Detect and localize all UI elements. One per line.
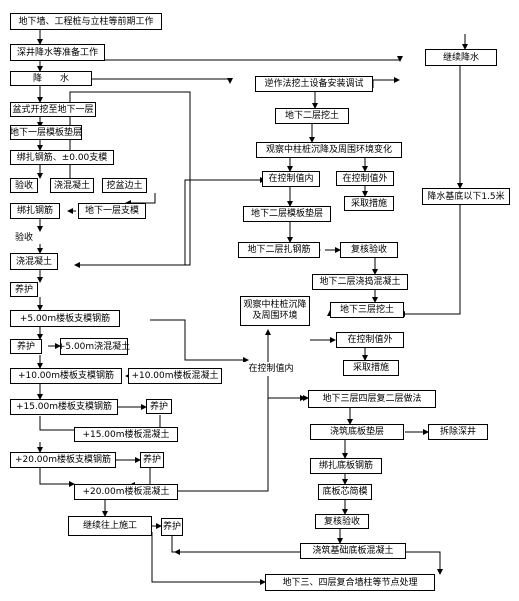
node-20m-slab-formwork-rebar: +20.00m楼板支模钢筋 bbox=[10, 452, 116, 468]
node-basin-excavation-b1: 盆式开挖至地下一层 bbox=[10, 102, 96, 117]
node-b3-b4-composite-joints: 地下三、四层复合墙柱等节点处理 bbox=[265, 574, 435, 591]
node-b3-b4-repeat-b2: 地下三层四层复二层做法 bbox=[308, 390, 436, 408]
node-b2-excavation: 地下二层挖土 bbox=[275, 108, 349, 124]
node-b3-excavation: 地下三层挖土 bbox=[330, 302, 404, 318]
node-recheck-acceptance-1: 复核验收 bbox=[340, 242, 398, 258]
node-slab-core-formwork: 底板芯简模 bbox=[318, 484, 372, 500]
node-observe-settlement-1: 观察中柱桩沉降及周围环境变化 bbox=[256, 142, 402, 158]
node-within-limit-2: 在控制值内 bbox=[243, 362, 299, 376]
node-rebar-000-formwork: 绑扎钢筋、±0.00支模 bbox=[10, 150, 114, 165]
node-curing-3: 养护 bbox=[146, 399, 172, 414]
node-b2-formwork-cushion: 地下二层模板垫层 bbox=[243, 206, 331, 222]
node-5m-slab-formwork-rebar: +5.00m楼板支模钢筋 bbox=[10, 310, 120, 327]
node-outside-limit-1: 在控制值外 bbox=[336, 171, 394, 186]
node-curing-2: 养护 bbox=[10, 339, 42, 354]
node-outside-limit-2: 在控制值外 bbox=[336, 332, 404, 348]
node-observe-settlement-2: 观察中柱桩沉降及周围环境 bbox=[240, 296, 310, 326]
node-curing-4: 养护 bbox=[140, 452, 164, 468]
node-b2-pour-concrete: 地下二层浇捣混凝土 bbox=[312, 274, 408, 290]
node-base-slab-cushion: 浇筑底板垫层 bbox=[310, 424, 404, 440]
node-b1-formwork: 地下一层支模 bbox=[78, 203, 146, 219]
node-take-measures-1: 采取措施 bbox=[344, 196, 394, 211]
node-20m-slab-concrete: +20.00m楼板混凝土 bbox=[74, 484, 178, 500]
node-well-prep: 深井降水等准备工作 bbox=[10, 44, 105, 61]
node-pour-concrete-1: 浇混凝土 bbox=[50, 178, 94, 193]
node-take-measures-2: 采取措施 bbox=[343, 360, 399, 376]
node-within-limit-1: 在控制值内 bbox=[262, 171, 320, 187]
node-10m-slab-concrete: +10.00m楼板混凝土 bbox=[128, 368, 222, 384]
node-topdown-equipment-setup: 逆作法挖土设备安装调试 bbox=[255, 76, 373, 92]
node-continue-dewatering: 继续降水 bbox=[425, 49, 497, 66]
node-5m-pour-concrete: +5.00m浇混凝土 bbox=[58, 338, 130, 355]
node-curing-1: 养护 bbox=[10, 282, 38, 297]
node-15m-slab-formwork-rebar: +15.00m楼板支模钢筋 bbox=[10, 399, 118, 415]
node-b1-formwork-cushion: 地下一层模板垫层 bbox=[10, 125, 82, 140]
node-dewater-below-base: 降水基底以下1.5米 bbox=[422, 188, 510, 205]
node-rebar-tying: 绑扎钢筋 bbox=[10, 203, 60, 219]
node-base-slab-rebar: 绑扎底板钢筋 bbox=[310, 458, 382, 474]
node-10m-slab-formwork-rebar: +10.00m楼板支模钢筋 bbox=[10, 368, 122, 384]
node-acceptance-2: 验收 bbox=[10, 231, 38, 244]
node-early-works: 地下墙、工程桩与立柱等前期工作 bbox=[10, 13, 162, 30]
node-continue-upward: 继续往上施工 bbox=[68, 516, 152, 536]
node-recheck-acceptance-2: 复核验收 bbox=[315, 514, 369, 529]
node-base-slab-concrete: 浇筑基础底板混凝土 bbox=[300, 543, 406, 559]
node-acceptance-1: 验收 bbox=[10, 178, 38, 193]
node-remove-deep-wells: 拆除深井 bbox=[428, 424, 488, 440]
node-b2-rebar: 地下二层扎钢筋 bbox=[238, 242, 320, 258]
node-dig-basin-edge: 挖盆边土 bbox=[102, 178, 147, 193]
node-pour-concrete-2: 浇混凝土 bbox=[10, 253, 58, 270]
node-curing-5: 养护 bbox=[161, 518, 183, 536]
node-dewatering: 降 水 bbox=[10, 71, 92, 86]
node-15m-slab-concrete: +15.00m楼板混凝土 bbox=[74, 427, 178, 442]
